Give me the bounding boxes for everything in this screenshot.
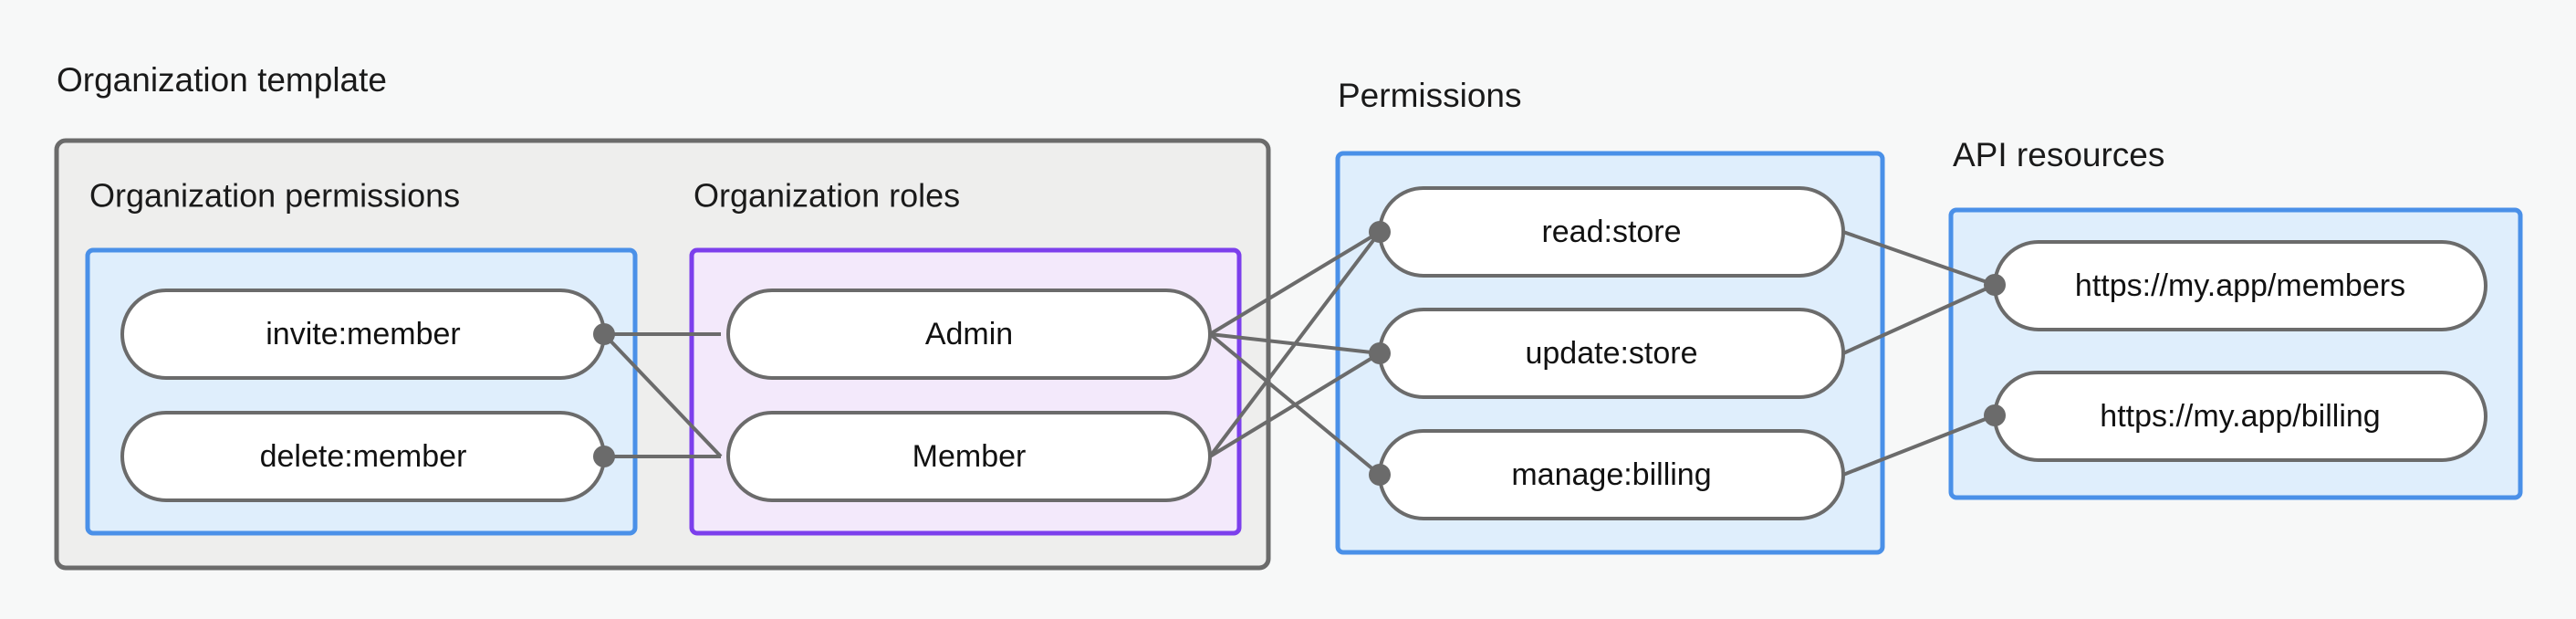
group-title-permissions: Permissions <box>1338 77 1522 114</box>
edge-invite-member-to-member <box>602 332 723 458</box>
node-billing-url-label: https://my.app/billing <box>2100 399 2380 434</box>
port-members-url-in <box>1984 274 2006 296</box>
node-read-store[interactable]: read:store <box>1378 186 1845 278</box>
node-manage-billing-label: manage:billing <box>1511 457 1711 492</box>
port-layer <box>593 221 2006 486</box>
node-admin-label: Admin <box>925 317 1013 351</box>
node-billing-url[interactable]: https://my.app/billing <box>1993 371 2487 462</box>
node-update-store[interactable]: update:store <box>1378 308 1845 399</box>
node-invite-member[interactable]: invite:member <box>120 289 606 380</box>
node-members-url[interactable]: https://my.app/members <box>1993 240 2487 331</box>
group-title-organization-template: Organization template <box>57 61 387 99</box>
node-admin-shape[interactable] <box>726 289 1212 380</box>
node-admin[interactable]: Admin <box>726 289 1212 380</box>
edge-manage-billing-to-billing-url <box>1842 414 1996 477</box>
edge-layer <box>602 230 1996 477</box>
subgroup-title-organization-roles: Organization roles <box>694 177 960 215</box>
node-delete-member-label: delete:member <box>260 439 467 474</box>
port-manage-billing-in <box>1369 464 1391 486</box>
node-invite-member-label: invite:member <box>266 317 461 351</box>
node-member[interactable]: Member <box>726 411 1212 502</box>
node-member-shape[interactable] <box>726 411 1212 502</box>
edge-member-to-update-store <box>1208 351 1382 458</box>
port-update-store-in <box>1369 342 1391 364</box>
group-title-api-resources: API resources <box>1953 136 2164 173</box>
port-billing-url-in <box>1984 404 2006 426</box>
edge-read-store-to-members-url <box>1842 230 1996 287</box>
subgroup-title-organization-permissions: Organization permissions <box>89 177 460 215</box>
node-member-label: Member <box>913 439 1027 474</box>
port-read-store-in <box>1369 221 1391 243</box>
port-invite-member-out <box>593 323 615 345</box>
edge-member-to-read-store <box>1208 230 1382 458</box>
edge-admin-to-read-store <box>1208 230 1382 336</box>
port-delete-member-out <box>593 446 615 467</box>
edge-update-store-to-members-url <box>1842 283 1996 355</box>
node-manage-billing[interactable]: manage:billing <box>1378 429 1845 520</box>
node-read-store-label: read:store <box>1541 215 1681 249</box>
node-members-url-label: https://my.app/members <box>2075 268 2405 303</box>
node-update-store-label: update:store <box>1525 336 1697 371</box>
node-delete-member[interactable]: delete:member <box>120 411 606 502</box>
